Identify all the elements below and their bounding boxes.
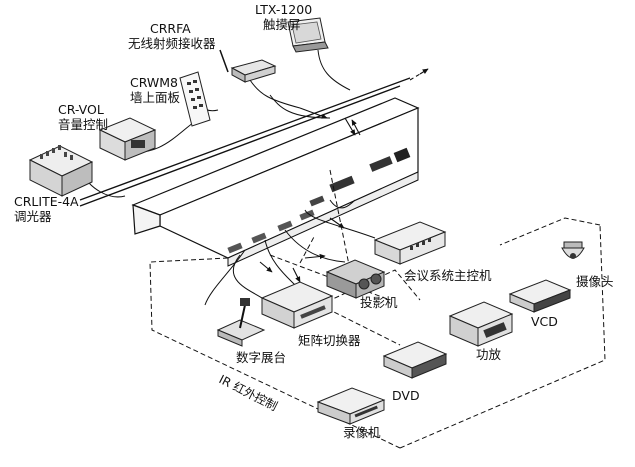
wall-panel-device [179, 71, 211, 127]
volume-control-device [98, 117, 157, 161]
rf-receiver-model: CRRFA [150, 21, 191, 36]
conference-unit-device [373, 221, 447, 265]
vcd-label: VCD [531, 314, 558, 329]
projector-device [325, 259, 386, 299]
camera-label: 摄像头 [576, 274, 614, 289]
dome-camera-device [561, 241, 585, 259]
touch-screen-model: LTX-1200 [255, 2, 312, 17]
central-controller [131, 97, 420, 267]
rf-receiver-label: 无线射频接收器 [128, 36, 216, 51]
volume-control-label: 音量控制 [58, 117, 108, 132]
conference-unit-label: 会议系统主控机 [404, 268, 492, 283]
dimmer-device [28, 145, 94, 197]
wall-panel-model: CRWM8 [130, 75, 178, 90]
amplifier-label: 功放 [476, 347, 502, 362]
projector-label: 投影机 [360, 295, 398, 310]
controller-ports [227, 147, 411, 254]
amplifier-device [448, 301, 514, 347]
wall-panel-label: 墙上面板 [130, 90, 181, 105]
ir-control-label: IR 红外控制 [217, 371, 281, 413]
bus-lines [79, 77, 411, 207]
vcr-device [316, 387, 386, 425]
vcd-device [508, 279, 572, 313]
flow-arrows [259, 68, 429, 283]
dvd-device [382, 341, 448, 379]
document-camera-label: 数字展台 [236, 350, 286, 365]
matrix-switcher-label: 矩阵切换器 [298, 333, 361, 348]
touch-screen-device [287, 17, 329, 53]
dvd-label: DVD [392, 388, 420, 403]
dimmer-model: CRLITE-4A [14, 194, 79, 209]
document-camera-device [216, 298, 266, 347]
rf-receiver-device [219, 49, 277, 83]
matrix-switcher-device [260, 281, 334, 329]
vcr-label: 录像机 [343, 425, 381, 440]
volume-control-model: CR-VOL [58, 102, 104, 117]
touch-screen-label: 触摸屏 [263, 17, 301, 32]
dimmer-label: 调光器 [14, 209, 52, 224]
